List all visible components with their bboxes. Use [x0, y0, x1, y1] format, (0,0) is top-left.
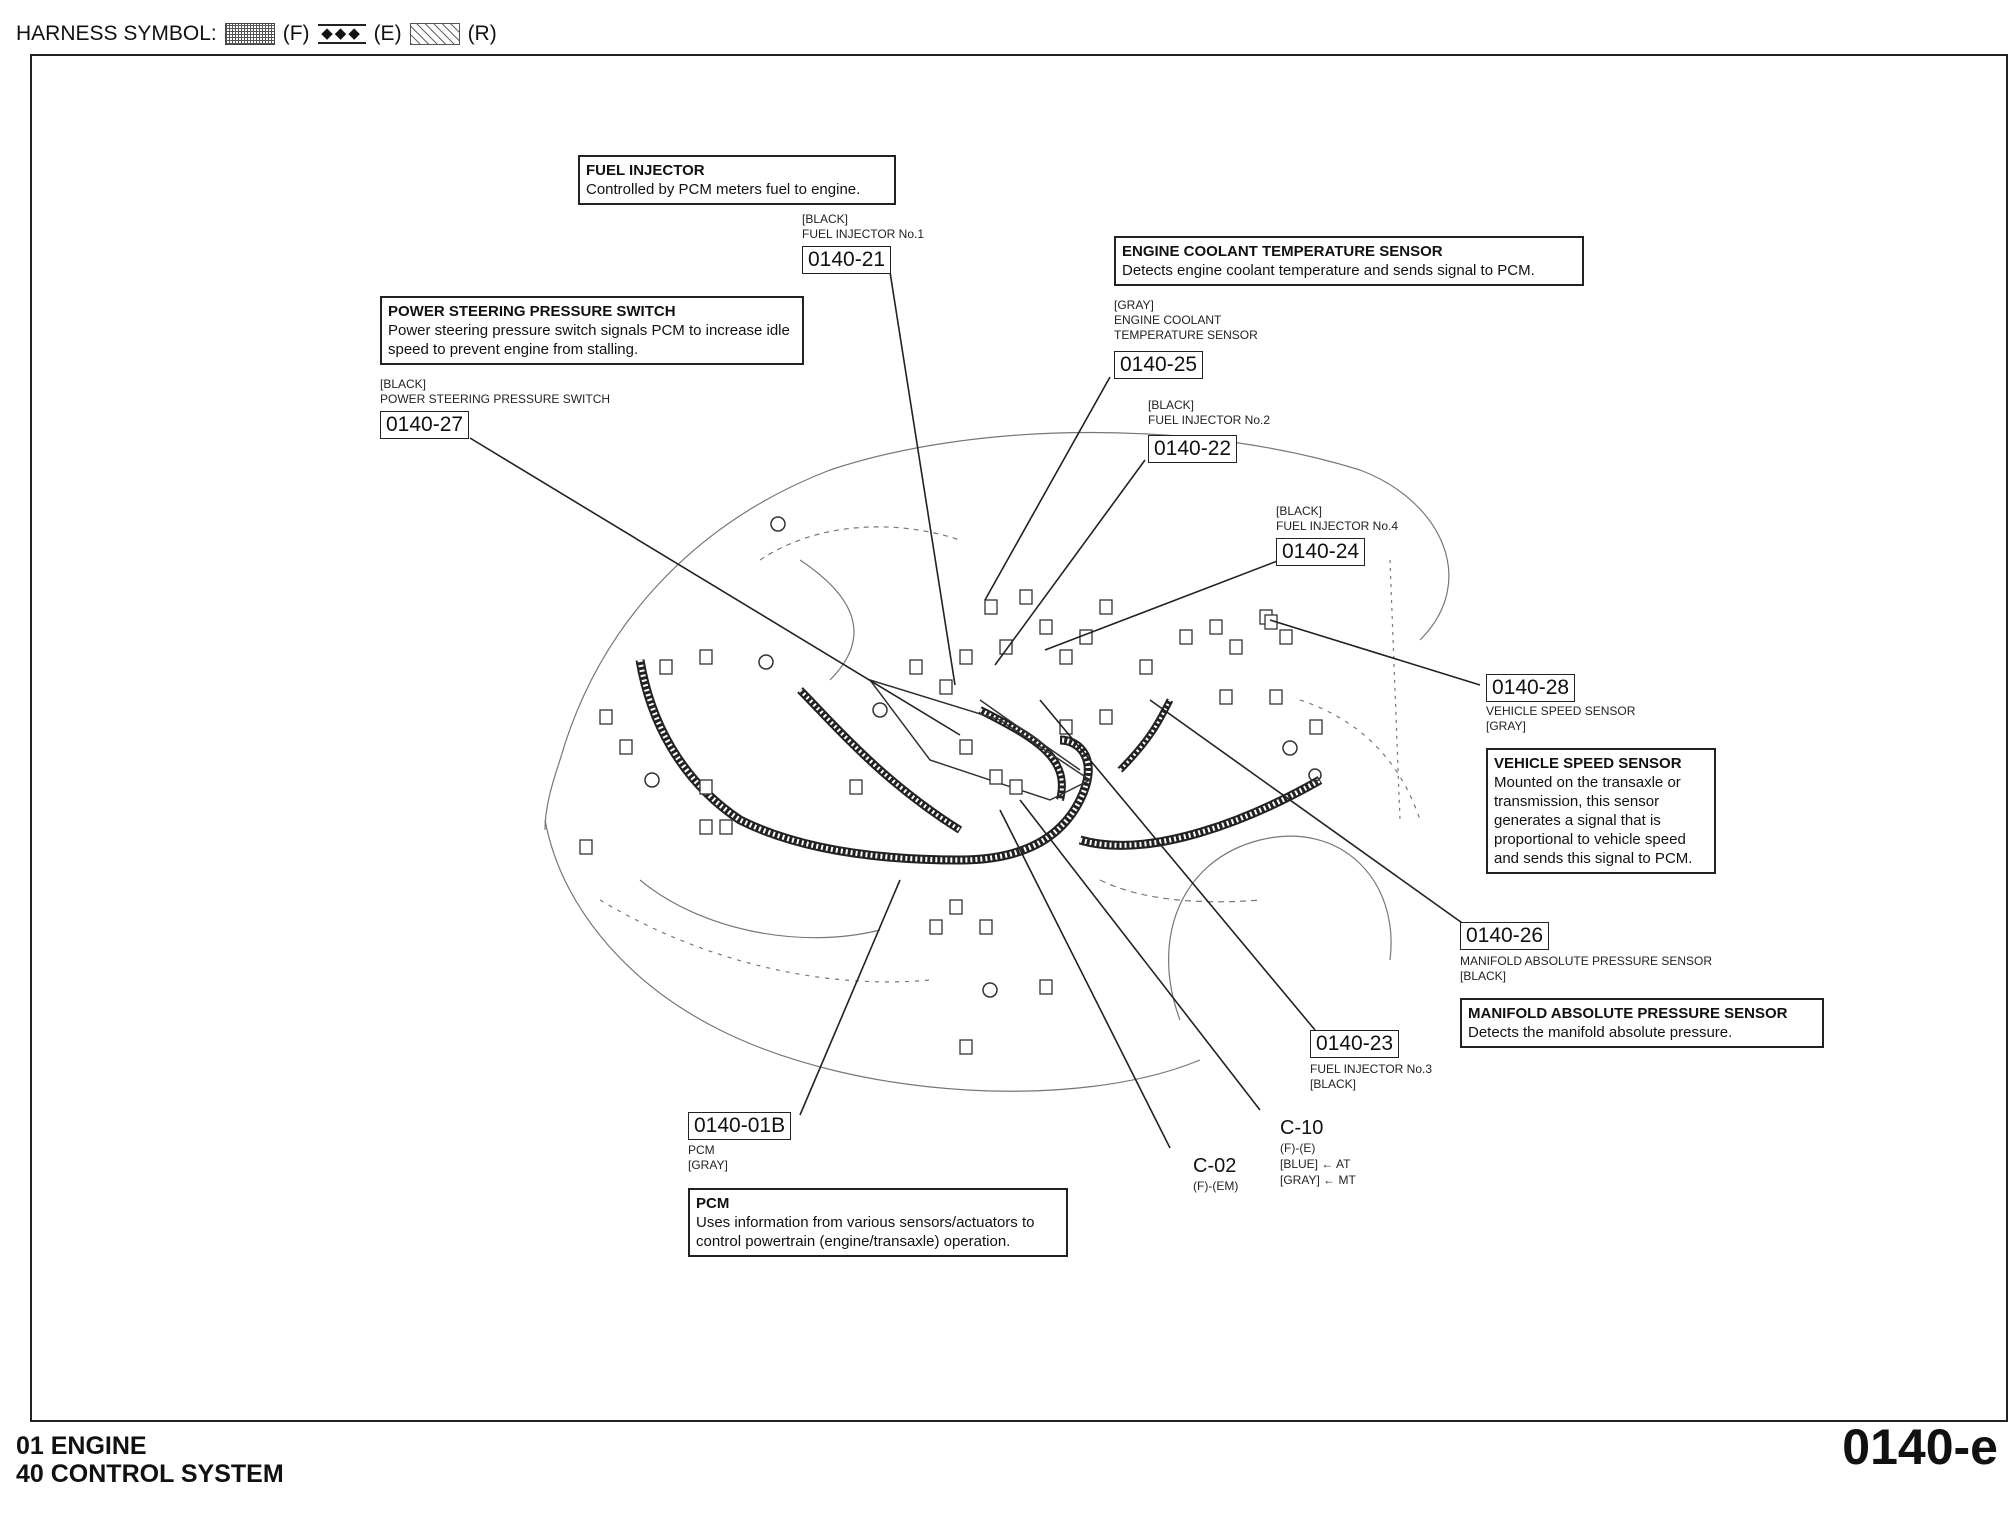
vehicle-outline	[544, 431, 1450, 1092]
c24-color: [BLACK]	[1276, 504, 1323, 518]
c25-color: [GRAY]	[1114, 298, 1154, 312]
c23-color: [BLACK]	[1310, 1077, 1357, 1091]
c26-color: [BLACK]	[1460, 969, 1507, 983]
connector-c-02: C-02	[1193, 1155, 1237, 1177]
pcm-title: PCM	[696, 1195, 730, 1212]
connector-0140-28: 0140-28	[1486, 674, 1576, 702]
leader-lines	[469, 271, 1481, 1149]
ps-switch-description: Power steering pressure switch signals P…	[388, 322, 790, 358]
harness-main	[635, 659, 1323, 865]
harness-e-pattern-icon: ◆◆◆	[317, 24, 366, 44]
section-title: 01 ENGINE 40 CONTROL SYSTEM	[16, 1432, 284, 1488]
c28-name: VEHICLE SPEED SENSOR	[1486, 704, 1636, 718]
c10-color-mt: [GRAY] ← MT	[1280, 1173, 1356, 1187]
legend-f-label: (F)	[282, 22, 310, 45]
connector-0140-23: 0140-23	[1310, 1030, 1400, 1058]
harness-r-pattern-icon	[409, 23, 460, 45]
map-description: Detects the manifold absolute pressure.	[1468, 1024, 1733, 1041]
fuel-injector-description: Controlled by PCM meters fuel to engine.	[586, 181, 861, 198]
harness-symbol-legend: HARNESS SYMBOL: (F) ◆◆◆ (E) (R)	[16, 22, 497, 46]
c10-color-at: [BLUE] ← AT	[1280, 1157, 1351, 1171]
c01b-name: PCM	[688, 1143, 715, 1157]
c26-name: MANIFOLD ABSOLUTE PRESSURE SENSOR	[1460, 954, 1713, 968]
fuel-injector-info-box: FUEL INJECTOR Controlled by PCM meters f…	[578, 155, 896, 205]
legend-e-label: (E)	[373, 22, 402, 45]
c27-color: [BLACK]	[380, 377, 427, 391]
vss-description: Mounted on the transaxle or transmission…	[1494, 774, 1693, 867]
ect-sensor-title: ENGINE COOLANT TEMPERATURE SENSOR	[1122, 243, 1443, 260]
page-number: 0140-e	[1842, 1419, 1998, 1475]
section-line-1: 01 ENGINE	[16, 1432, 147, 1460]
map-info-box: MANIFOLD ABSOLUTE PRESSURE SENSOR Detect…	[1460, 998, 1824, 1048]
legend-prefix: HARNESS SYMBOL:	[16, 22, 217, 45]
c02-harness: (F)-(EM)	[1193, 1179, 1239, 1193]
c10-harness: (F)-(E)	[1280, 1141, 1316, 1155]
connector-c-10: C-10	[1280, 1117, 1324, 1139]
c21-color: [BLACK]	[802, 212, 849, 226]
connector-symbols	[579, 589, 1323, 1055]
connector-0140-21: 0140-21	[802, 246, 892, 274]
harness-f-pattern-icon	[224, 23, 275, 45]
connector-0140-27: 0140-27	[380, 411, 470, 439]
c22-color: [BLACK]	[1148, 398, 1195, 412]
c25-name-2: TEMPERATURE SENSOR	[1114, 328, 1258, 342]
pcm-info-box: PCM Uses information from various sensor…	[688, 1188, 1068, 1257]
coil-symbols	[644, 516, 1322, 998]
c24-name: FUEL INJECTOR No.4	[1276, 519, 1399, 533]
c28-color: [GRAY]	[1486, 719, 1526, 733]
ect-sensor-info-box: ENGINE COOLANT TEMPERATURE SENSOR Detect…	[1114, 236, 1584, 286]
c25-name-1: ENGINE COOLANT	[1114, 313, 1222, 327]
intake-manifold	[868, 678, 1092, 801]
connector-0140-26: 0140-26	[1460, 922, 1550, 950]
vss-title: VEHICLE SPEED SENSOR	[1494, 755, 1682, 772]
legend-r-label: (R)	[467, 22, 497, 45]
pcm-description: Uses information from various sensors/ac…	[696, 1214, 1035, 1250]
diagram-frame	[30, 54, 2008, 1422]
ps-switch-info-box: POWER STEERING PRESSURE SWITCH Power ste…	[380, 296, 804, 365]
connector-0140-22: 0140-22	[1148, 435, 1238, 463]
ect-sensor-description: Detects engine coolant temperature and s…	[1122, 262, 1535, 279]
map-title: MANIFOLD ABSOLUTE PRESSURE SENSOR	[1468, 1005, 1788, 1022]
c23-name: FUEL INJECTOR No.3	[1310, 1062, 1433, 1076]
fuel-injector-title: FUEL INJECTOR	[586, 162, 705, 179]
section-line-2: 40 CONTROL SYSTEM	[16, 1460, 284, 1488]
connector-0140-24: 0140-24	[1276, 538, 1366, 566]
ps-switch-title: POWER STEERING PRESSURE SWITCH	[388, 303, 676, 320]
c27-name: POWER STEERING PRESSURE SWITCH	[380, 392, 611, 406]
connector-0140-25: 0140-25	[1114, 351, 1204, 379]
connector-0140-01B: 0140-01B	[688, 1112, 792, 1140]
c22-name: FUEL INJECTOR No.2	[1148, 413, 1271, 427]
c21-name: FUEL INJECTOR No.1	[802, 227, 925, 241]
c01b-color: [GRAY]	[688, 1158, 728, 1172]
vss-info-box: VEHICLE SPEED SENSOR Mounted on the tran…	[1486, 748, 1716, 874]
